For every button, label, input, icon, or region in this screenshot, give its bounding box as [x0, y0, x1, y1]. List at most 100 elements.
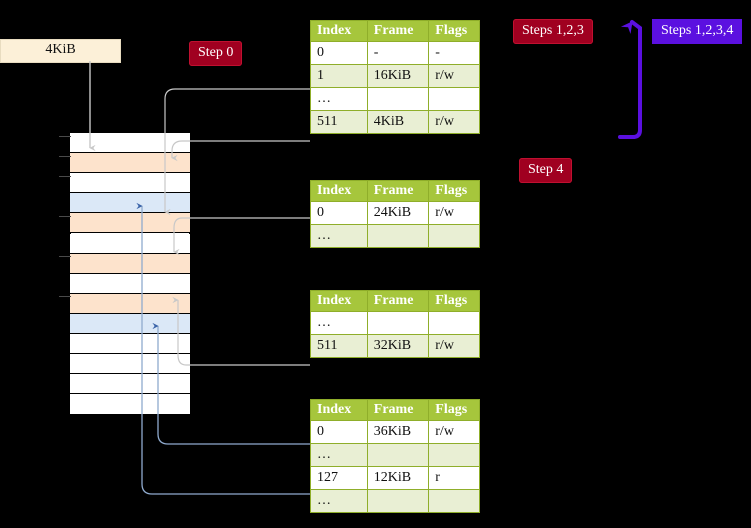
cell-flags: [428, 311, 480, 335]
cell-frame: 32KiB: [366, 334, 430, 358]
cell-flags: [428, 87, 480, 111]
cell-index: 1: [310, 64, 368, 88]
step-0-badge: Step 0: [189, 41, 243, 66]
steps-1234-badge: Steps 1,2,3,4: [652, 19, 743, 44]
memory-row: [70, 374, 190, 395]
col-index: Index: [310, 180, 368, 202]
memory-row: [70, 153, 190, 174]
cell-flags: r/w: [428, 420, 480, 444]
cell-frame: [366, 87, 430, 111]
table-row: …: [310, 87, 480, 111]
col-index: Index: [310, 290, 368, 312]
memory-row: [70, 193, 190, 214]
cell-flags: r: [428, 466, 480, 490]
memory-tick: [59, 176, 71, 177]
memory-tick: [59, 256, 71, 257]
memory-row: [70, 233, 190, 254]
memory-row: [70, 213, 190, 234]
memory-row: [70, 334, 190, 355]
steps-1234-label: Steps 1,2,3,4: [661, 23, 734, 38]
cell-frame: 36KiB: [366, 420, 430, 444]
cell-index: 511: [310, 334, 368, 358]
step-4-badge: Step 4: [519, 158, 573, 183]
cell-frame: [366, 224, 430, 248]
cell-index: 0: [310, 201, 368, 225]
table-header-row: Index Frame Flags: [310, 180, 480, 202]
cell-index: 511: [310, 110, 368, 134]
memory-tick: [59, 156, 71, 157]
table-header-row: Index Frame Flags: [310, 20, 480, 42]
col-flags: Flags: [428, 20, 480, 42]
memory-row: [70, 133, 190, 154]
cell-flags: -: [428, 41, 480, 65]
cell-index: 0: [310, 420, 368, 444]
cell-frame: 4KiB: [366, 110, 430, 134]
col-frame: Frame: [366, 399, 430, 421]
line-pml4-row511: [171, 140, 310, 162]
cell-flags: r/w: [428, 201, 480, 225]
col-frame: Frame: [366, 20, 430, 42]
cell-index: …: [310, 311, 368, 335]
kib-frame-box: 4KiB: [0, 39, 121, 63]
table-header-row: Index Frame Flags: [310, 399, 480, 421]
table-row: …: [310, 224, 480, 248]
memory-row: [70, 273, 190, 294]
table-row: …: [310, 443, 480, 467]
cell-frame: 24KiB: [366, 201, 430, 225]
memory-tick: [59, 296, 71, 297]
step-0-label: Step 0: [198, 45, 234, 60]
cell-flags: r/w: [428, 110, 480, 134]
table-row: …: [310, 489, 480, 513]
cell-flags: r/w: [428, 64, 480, 88]
memory-tick: [59, 216, 71, 217]
cell-index: …: [310, 443, 368, 467]
cell-index: 127: [310, 466, 368, 490]
cell-frame: [366, 443, 430, 467]
steps-1234-arrow: [618, 20, 642, 139]
cell-index: …: [310, 489, 368, 513]
col-frame: Frame: [366, 180, 430, 202]
col-flags: Flags: [428, 180, 480, 202]
line-pd-row511: [172, 296, 310, 366]
table-row: 0--: [310, 41, 480, 65]
memory-row: [70, 354, 190, 375]
col-flags: Flags: [428, 290, 480, 312]
memory-tick: [59, 136, 71, 137]
col-index: Index: [310, 399, 368, 421]
cell-flags: [428, 489, 480, 513]
col-frame: Frame: [366, 290, 430, 312]
cell-frame: [366, 489, 430, 513]
memory-row: [70, 394, 190, 415]
cell-index: …: [310, 87, 368, 111]
cell-frame: 12KiB: [366, 466, 430, 490]
cell-flags: [428, 224, 480, 248]
table-row: …: [310, 311, 480, 335]
cell-frame: -: [366, 41, 430, 65]
memory-row: [70, 253, 190, 274]
col-index: Index: [310, 20, 368, 42]
memory-row: [70, 313, 190, 334]
cell-frame: 16KiB: [366, 64, 430, 88]
cell-flags: [428, 443, 480, 467]
step-4-label: Step 4: [528, 162, 564, 177]
cell-index: 0: [310, 41, 368, 65]
steps-123-label: Steps 1,2,3: [522, 23, 584, 38]
steps-123-badge: Steps 1,2,3: [513, 19, 593, 44]
memory-row: [70, 173, 190, 194]
kib-frame-label: 4KiB: [45, 42, 76, 57]
col-flags: Flags: [428, 399, 480, 421]
cell-index: …: [310, 224, 368, 248]
cell-flags: r/w: [428, 334, 480, 358]
cell-frame: [366, 311, 430, 335]
